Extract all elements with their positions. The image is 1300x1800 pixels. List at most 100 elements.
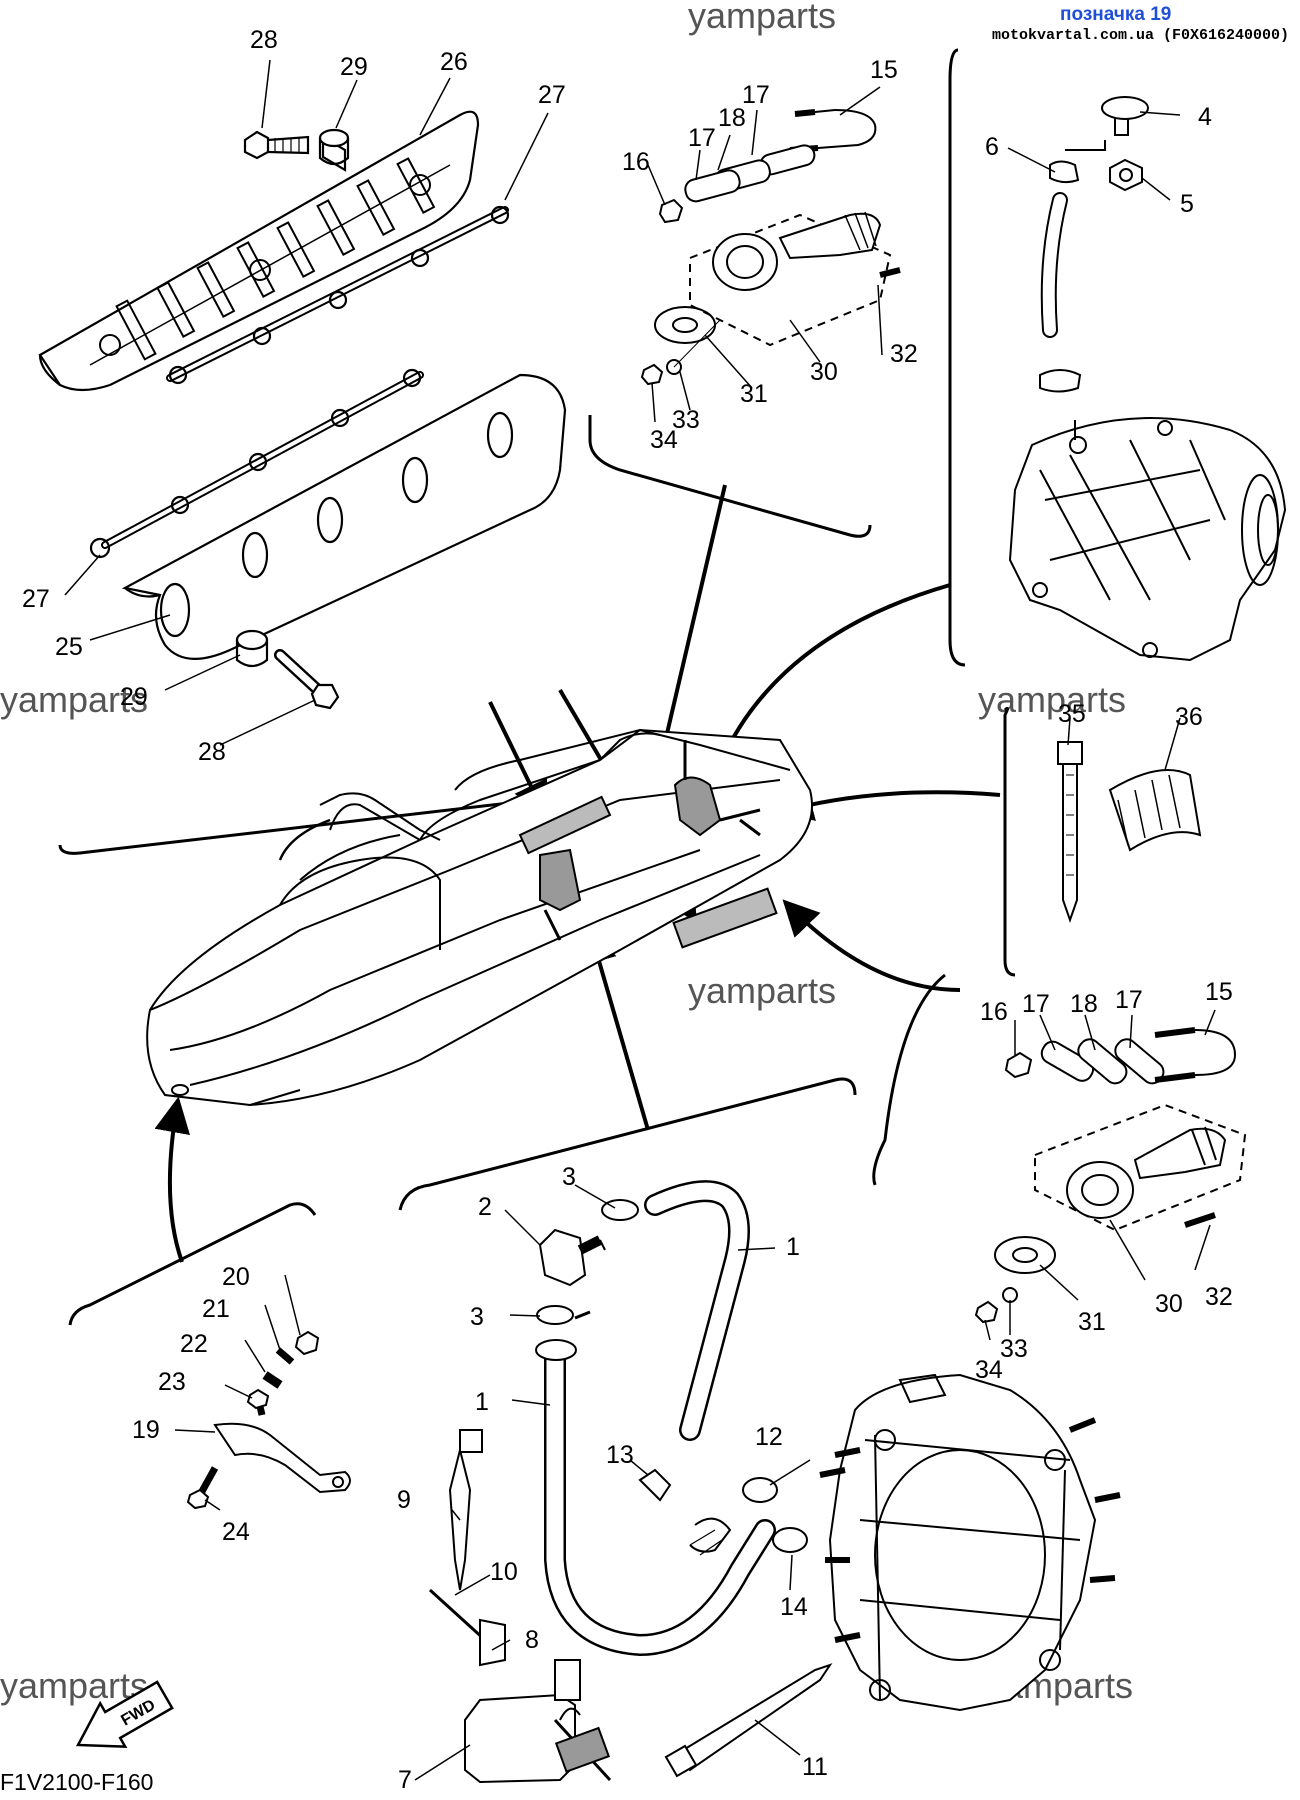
callout-13: 13 — [606, 1441, 634, 1469]
callout-15: 15 — [1205, 978, 1233, 1006]
diagram-title: позначка 19 — [1060, 4, 1172, 25]
callout-20: 20 — [222, 1263, 250, 1291]
part-6-clamp — [1049, 160, 1080, 184]
callout-36: 36 — [1175, 703, 1203, 731]
drain-group-top — [640, 109, 901, 386]
callout-29: 29 — [120, 683, 148, 711]
callout-1: 1 — [475, 1388, 489, 1416]
part-4-cap — [1101, 96, 1149, 120]
part-31-gasket-right — [994, 1236, 1056, 1274]
callout-17: 17 — [1115, 986, 1143, 1014]
arrow-drain-right — [782, 899, 961, 992]
callout-33: 33 — [672, 406, 700, 434]
callout-labels: 28 29 26 27 27 25 29 28 15 17 18 17 16 3… — [22, 26, 1233, 1794]
callout-17: 17 — [688, 124, 716, 152]
callout-2: 2 — [478, 1193, 492, 1221]
callout-5: 5 — [1180, 190, 1194, 218]
divider-top-right — [948, 48, 966, 667]
part-15-u-bolt-right — [1194, 1029, 1237, 1076]
divider-mid-right — [1003, 706, 1016, 977]
callout-16: 16 — [980, 998, 1008, 1026]
callout-6: 6 — [985, 133, 999, 161]
part-15-u-bolt-top — [817, 109, 877, 149]
part-19-bracket — [213, 1422, 351, 1494]
hull-rail-cover — [518, 795, 612, 855]
callout-32: 32 — [1205, 1283, 1233, 1311]
callout-29: 29 — [340, 53, 368, 81]
callout-27: 27 — [538, 81, 566, 109]
callout-1: 1 — [786, 1233, 800, 1261]
callout-31: 31 — [1078, 1308, 1106, 1336]
callout-27: 27 — [22, 585, 50, 613]
divider-top-center — [588, 415, 872, 538]
part-10-pin — [428, 1588, 487, 1642]
part-2-elbow-fitting — [538, 1228, 587, 1287]
diagram-source: motokvartal.com.ua (F0X616240000) — [992, 27, 1290, 44]
callout-16: 16 — [622, 148, 650, 176]
part-3-clamp-lower — [536, 1305, 574, 1325]
callout-35: 35 — [1058, 700, 1086, 728]
callout-17: 17 — [742, 81, 770, 109]
part-30-drain-assembly-top — [689, 213, 892, 347]
callout-33: 33 — [1000, 1335, 1028, 1363]
part-30-drain-assembly-right — [1034, 1103, 1247, 1232]
part-14-clamp — [772, 1527, 808, 1553]
arrow-bow-eye — [154, 1096, 190, 1263]
callout-28: 28 — [250, 26, 278, 54]
callout-30: 30 — [810, 358, 838, 386]
part-25-lower-cover — [121, 373, 567, 660]
bracket-group — [186, 1330, 351, 1510]
part-34-nut-right — [974, 1300, 999, 1324]
part-17-plate-right-1 — [1040, 1040, 1095, 1082]
part-36-rubber-damper — [1108, 769, 1202, 852]
part-17-plate-top-2 — [684, 169, 741, 203]
callout-34: 34 — [650, 426, 678, 454]
part-29-spacer-top — [318, 128, 350, 172]
callout-4: 4 — [1198, 103, 1212, 131]
part-12-clamp — [742, 1477, 778, 1503]
hull-lower-cover — [672, 887, 778, 949]
part-28-bolt-bottom — [274, 649, 340, 710]
pump-top-right — [1008, 96, 1287, 662]
callout-14: 14 — [780, 1593, 808, 1621]
watermark: yamparts — [688, 970, 836, 1011]
callout-18: 18 — [718, 104, 746, 132]
callout-30: 30 — [1155, 1290, 1183, 1318]
tubing-group — [428, 1180, 833, 1784]
part-16-nut-right — [1004, 1051, 1033, 1079]
drain-group-right — [974, 1027, 1247, 1324]
part-34-nut-top — [640, 363, 664, 386]
callout-18: 18 — [1070, 990, 1098, 1018]
part-21-washer — [275, 1347, 295, 1365]
callout-25: 25 — [55, 633, 83, 661]
part-29-spacer-bottom — [235, 629, 269, 668]
part-33-washer-top — [666, 359, 682, 375]
watermark: yamparts — [0, 679, 148, 720]
callout-34: 34 — [975, 1356, 1003, 1384]
part-1-hose-lower — [544, 1349, 776, 1657]
watermark: yamparts — [688, 0, 836, 36]
callout-26: 26 — [440, 48, 468, 76]
tie-and-damper — [1057, 741, 1202, 924]
callout-9: 9 — [397, 1486, 411, 1514]
callout-19: 19 — [132, 1416, 160, 1444]
callout-22: 22 — [180, 1330, 208, 1358]
watercraft-hull — [146, 728, 813, 1107]
callout-23: 23 — [158, 1368, 186, 1396]
watermark: yamparts — [978, 679, 1126, 720]
part-22-spring-washer — [262, 1371, 283, 1389]
callout-17: 17 — [1022, 990, 1050, 1018]
diagram-code: F1V2100-F160 — [0, 1769, 153, 1795]
part-16-nut-top — [658, 198, 684, 224]
callout-8: 8 — [525, 1626, 539, 1654]
part-28-bolt-top — [243, 130, 310, 160]
divider-lower-left — [68, 1202, 317, 1326]
callout-11: 11 — [802, 1753, 828, 1781]
arrow-tube — [581, 926, 650, 1131]
divider-lower-right — [872, 973, 946, 1186]
part-13-clip — [638, 1468, 672, 1502]
callout-12: 12 — [755, 1423, 783, 1451]
callout-32: 32 — [890, 340, 918, 368]
watermarks: yamparts yamparts yamparts yamparts yamp… — [0, 0, 1133, 1706]
